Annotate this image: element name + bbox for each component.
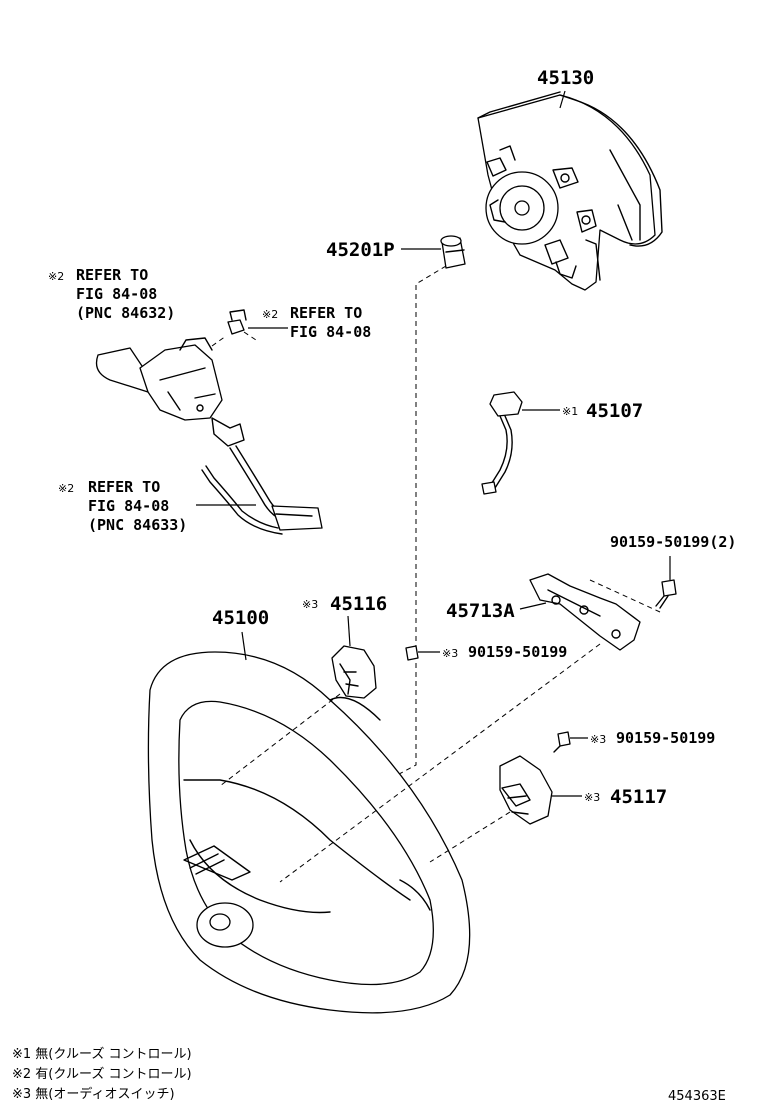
wire-harness-drawing xyxy=(201,445,323,535)
cover-right-mark: ※3 xyxy=(584,791,600,804)
part-screw-left-label: 90159-50199 xyxy=(468,643,567,661)
legend-line-1: ※1 無(クルーズ コントロール) xyxy=(12,1046,192,1062)
screw-left-mark: ※3 xyxy=(442,647,458,660)
legend-line-3: ※3 無(オーディオスイッチ) xyxy=(12,1086,175,1102)
screw-pair-drawing xyxy=(655,579,677,609)
legend-line-2: ※2 有(クルーズ コントロール) xyxy=(12,1066,192,1082)
part-45130-label: 45130 xyxy=(537,67,594,89)
ref2-line2: FIG 84-08 xyxy=(290,323,371,341)
screw-left-drawing xyxy=(405,645,419,661)
ref1-mark: ※2 xyxy=(48,270,64,283)
cover-45117-drawing xyxy=(499,755,553,825)
ref2-line1: REFER TO xyxy=(290,304,362,322)
ref1-line1: REFER TO xyxy=(76,266,148,284)
cover-45116-drawing xyxy=(331,645,377,699)
ref1-line3: (PNC 84632) xyxy=(76,304,175,322)
ref1-line2: FIG 84-08 xyxy=(76,285,157,303)
part-45116-label: 45116 xyxy=(330,593,387,615)
ref3-line1: REFER TO xyxy=(88,478,160,496)
part-45713a-label: 45713A xyxy=(446,600,515,622)
harness-45107-drawing xyxy=(481,391,523,495)
ref3-line3: (PNC 84633) xyxy=(88,516,187,534)
steering-wheel-drawing xyxy=(147,651,471,1014)
screw-right-drawing xyxy=(553,731,571,753)
cruise-switch-drawing xyxy=(95,309,247,447)
part-45201p-label: 45201P xyxy=(326,239,395,261)
ref3-mark: ※2 xyxy=(58,482,74,495)
cover-left-mark: ※3 xyxy=(302,598,318,611)
part-screw-right-label: 90159-50199 xyxy=(616,729,715,747)
part-45100-label: 45100 xyxy=(212,607,269,629)
screw-right-mark: ※3 xyxy=(590,733,606,746)
harness-mark: ※1 xyxy=(562,405,578,418)
part-45117-label: 45117 xyxy=(610,786,667,808)
airbag-module-drawing xyxy=(477,91,663,291)
cap-drawing xyxy=(440,235,466,269)
figure-id: 454363E xyxy=(668,1089,726,1104)
ref2-mark: ※2 xyxy=(262,308,278,321)
part-45107-label: 45107 xyxy=(586,400,643,422)
ref3-line2: FIG 84-08 xyxy=(88,497,169,515)
bracket-45713a-drawing xyxy=(529,573,641,651)
part-screw-pair-label: 90159-50199(2) xyxy=(610,533,736,551)
